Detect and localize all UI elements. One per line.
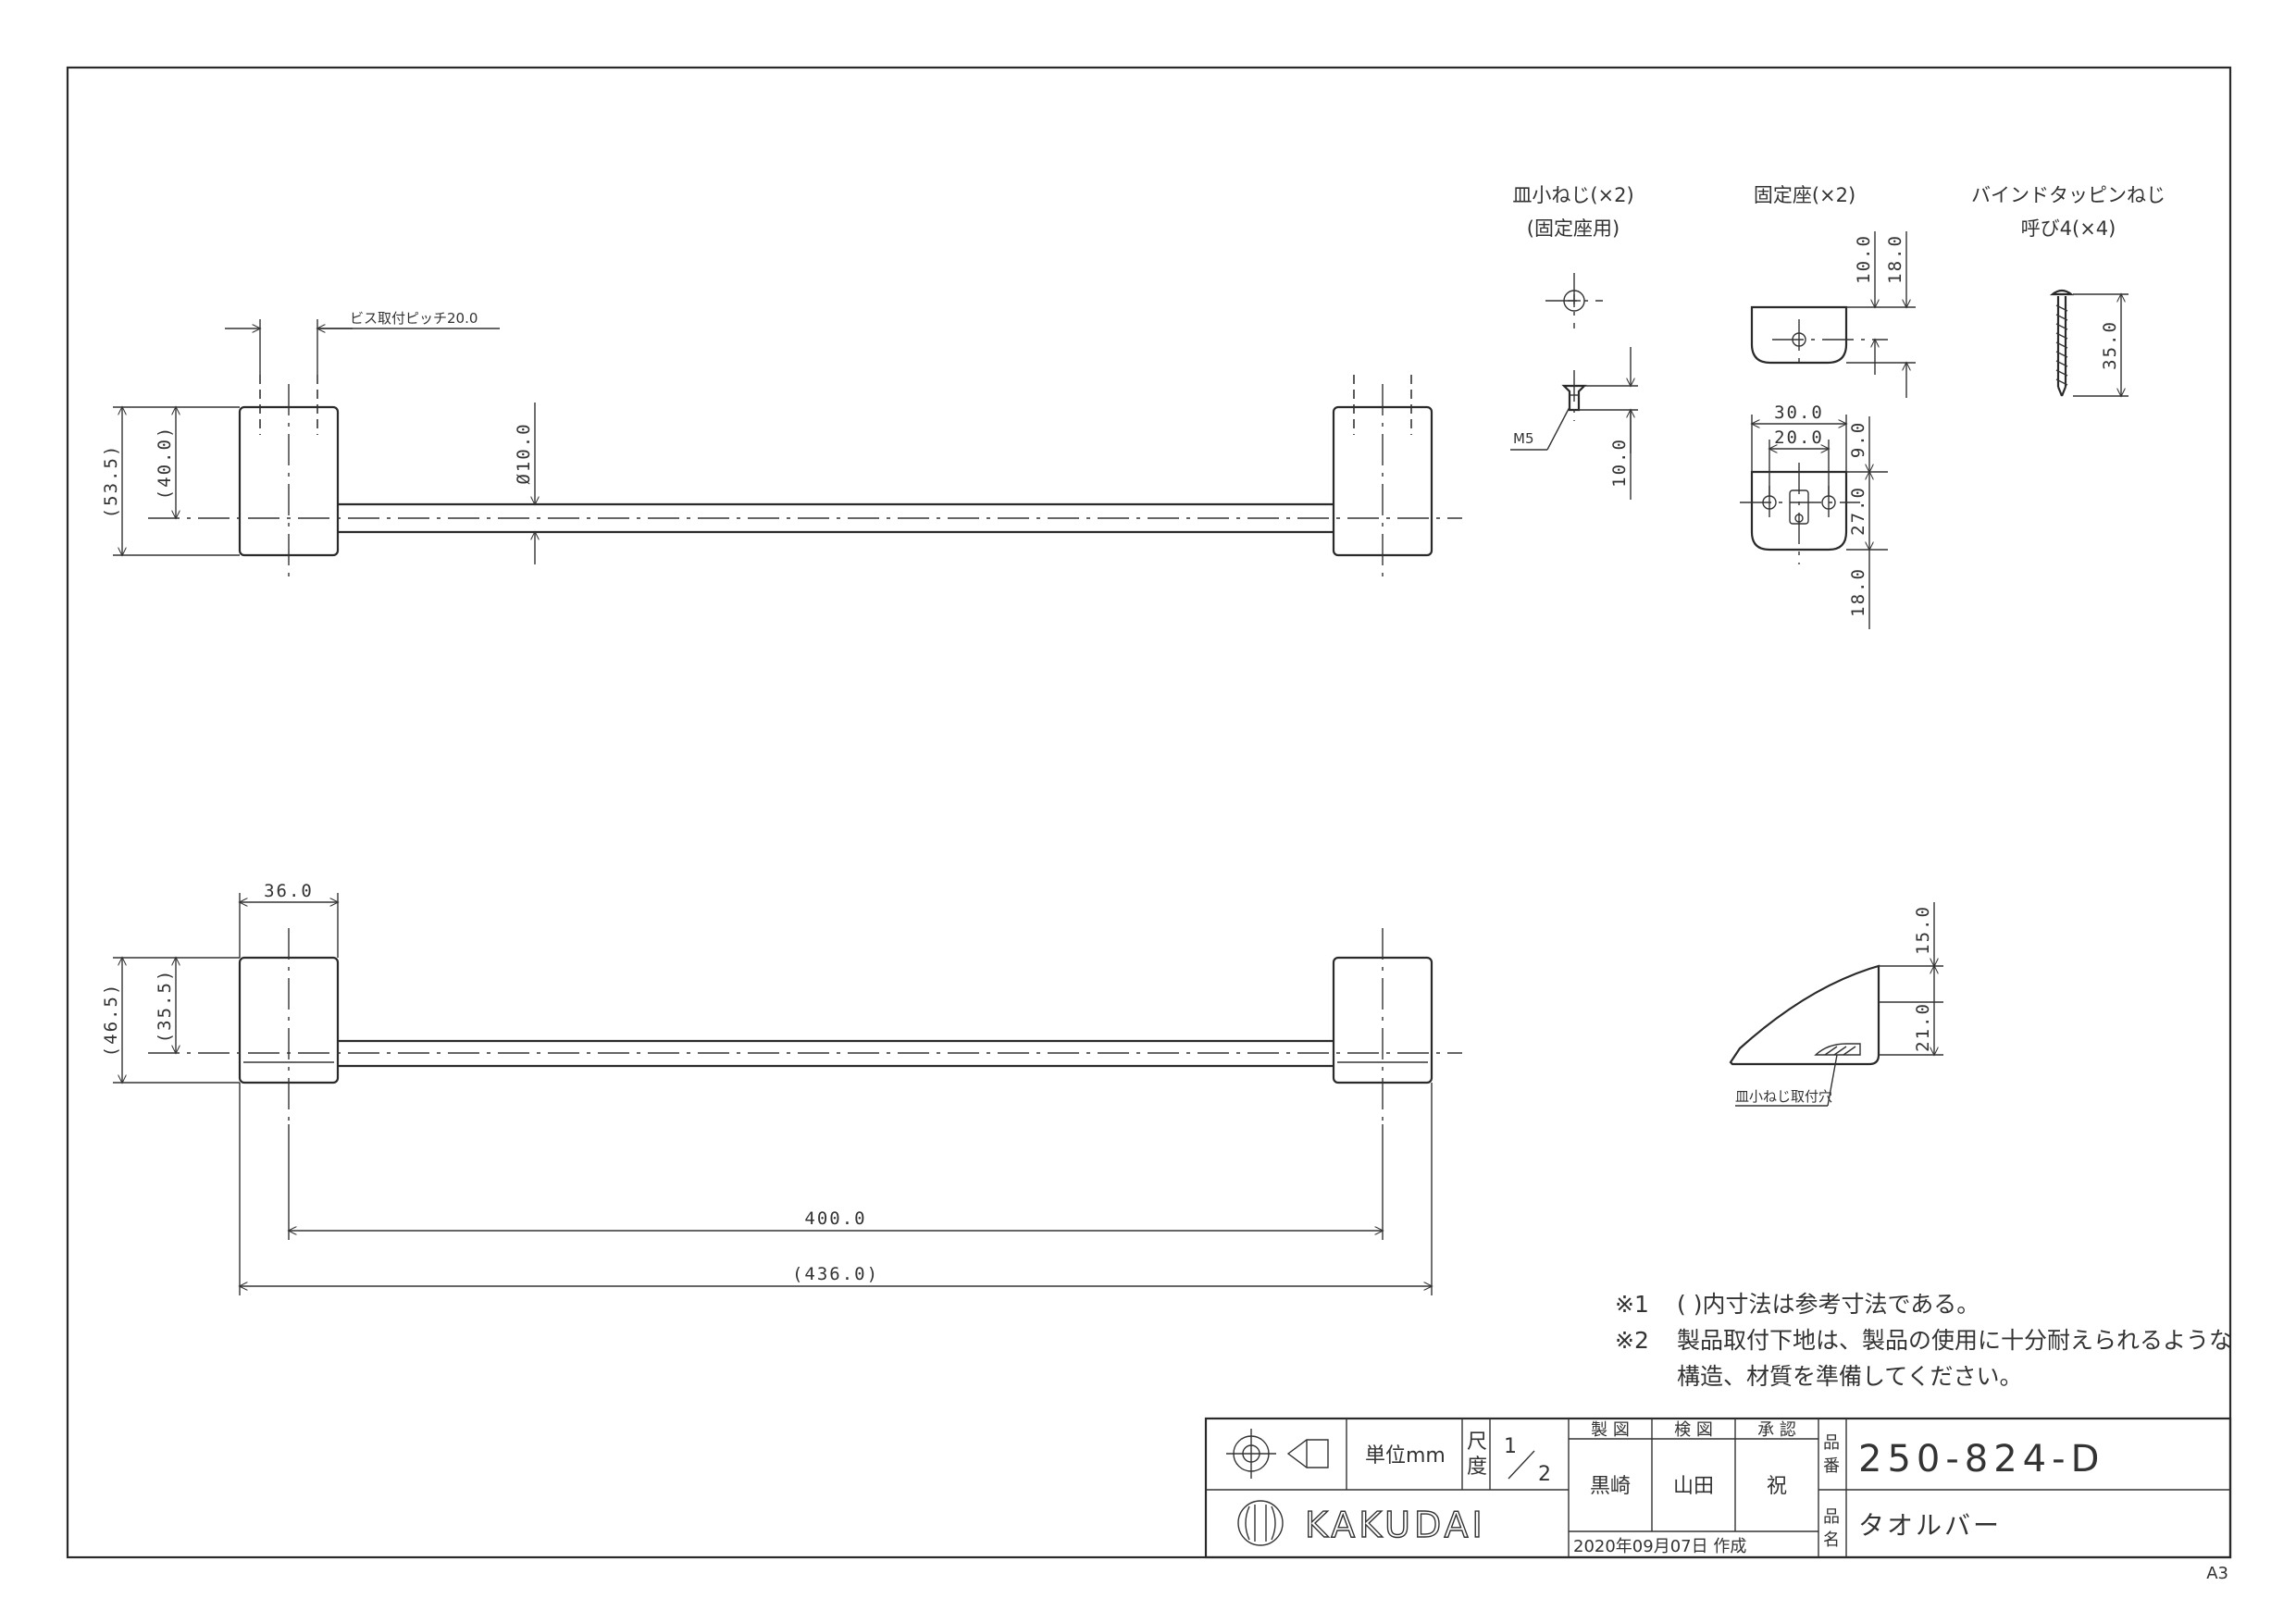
sheet-size: A3	[2206, 1564, 2228, 1583]
block-width-label: 36.0	[264, 881, 314, 901]
unit-label: 単位mm	[1365, 1444, 1446, 1468]
drawn-label: 製 図	[1591, 1420, 1630, 1440]
scale-numerator: 1	[1504, 1435, 1517, 1458]
screw-thread-label: M5	[1513, 430, 1534, 447]
part-name: タオルバー	[1858, 1510, 2002, 1541]
part-side-view: 皿小ねじ取付穴 15.0 21.0	[1729, 902, 1943, 1107]
part-name-label-bottom: 名	[1823, 1530, 1840, 1550]
part-no-label-top: 品	[1823, 1433, 1840, 1453]
note1-mark: ※1	[1615, 1291, 1649, 1318]
part-no-label-bottom: 番	[1823, 1456, 1840, 1476]
top-left-block	[238, 405, 340, 557]
top-view: ビス取付ピッチ20.0 (53.5) (40.0) Ø10.0	[101, 310, 1462, 583]
top-height-total: (53.5)	[101, 444, 121, 519]
bar-diameter-label: Ø10.0	[514, 422, 534, 484]
part-name-label-top: 品	[1823, 1507, 1840, 1527]
sheet-border	[66, 66, 2232, 1559]
part-no: 250-824-D	[1858, 1438, 2104, 1481]
front-view: 36.0 (46.5) (35.5) 400.0 (436.0)	[101, 881, 1462, 1295]
note2-mark: ※2	[1615, 1327, 1649, 1354]
checked-label: 検 図	[1674, 1420, 1713, 1440]
mount-dim-top: 9.0	[1848, 421, 1868, 458]
mount-dim-height-inner: 10.0	[1854, 234, 1874, 284]
screw-pitch-label: ビス取付ピッチ20.0	[350, 310, 478, 327]
mount-dim-bottom: 18.0	[1848, 567, 1868, 617]
mount-dim-depth: 27.0	[1848, 486, 1868, 536]
mount-dim-height-outer: 18.0	[1885, 234, 1905, 284]
tapping-screw-length: 35.0	[2100, 320, 2120, 370]
approved-label: 承 認	[1757, 1420, 1796, 1440]
top-right-block	[1332, 405, 1433, 557]
scale-label-bottom: 度	[1467, 1456, 1487, 1479]
note2-line1: 製品取付下地は、製品の使用に十分耐えられるような	[1677, 1327, 2232, 1354]
mount-dim-width-inner: 20.0	[1774, 427, 1824, 448]
top-height-center: (40.0)	[155, 426, 175, 501]
part-mount: 固定座(×2) 10.0 18.0 30.0 20.0	[1740, 184, 1916, 629]
part-screw: 皿小ねじ(×2) (固定座用) M5 10.0	[1510, 184, 1638, 500]
side-dim-top: 15.0	[1913, 905, 1933, 955]
projection-symbol-icon	[1226, 1429, 1329, 1479]
center-distance-label: 400.0	[804, 1208, 866, 1229]
approved-by: 祝	[1767, 1475, 1787, 1498]
scale-denominator: 2	[1538, 1463, 1551, 1486]
note1-text: ( )内寸法は参考寸法である。	[1677, 1291, 1980, 1318]
screw-title: 皿小ねじ(×2)	[1512, 184, 1633, 206]
mount-title: 固定座(×2)	[1754, 184, 1855, 206]
company-logo: KAKUDAI	[1237, 1500, 1486, 1546]
tapping-screw-subtitle: 呼び4(×4)	[2021, 217, 2116, 240]
scale-label-top: 尺	[1467, 1431, 1487, 1454]
notes: ※1 ( )内寸法は参考寸法である。 ※2 製品取付下地は、製品の使用に十分耐え…	[1615, 1291, 2232, 1390]
front-height-center: (35.5)	[155, 969, 175, 1044]
front-height-total: (46.5)	[101, 983, 121, 1058]
screw-subtitle: (固定座用)	[1527, 217, 1620, 240]
date: 2020年09月07日 作成	[1573, 1537, 1746, 1556]
checked-by: 山田	[1673, 1475, 1714, 1498]
side-dim-bottom: 21.0	[1913, 1002, 1933, 1052]
mount-dim-width-outer: 30.0	[1774, 403, 1824, 423]
overall-length-label: (436.0)	[792, 1264, 879, 1284]
note2-line2: 構造、材質を準備してください。	[1677, 1363, 2023, 1390]
screw-length-label: 10.0	[1609, 438, 1630, 488]
part-tapping-screw: バインドタッピンねじ 呼び4(×4) 35.0	[1971, 184, 2166, 396]
drawn-by: 黒崎	[1590, 1475, 1631, 1498]
title-block: 単位mm 尺 度 1 2 製 図 検 図 承 認 黒崎 山田 祝 2020年09…	[1204, 1417, 2232, 1559]
hole-label: 皿小ねじ取付穴	[1735, 1088, 1832, 1105]
company-name: KAKUDAI	[1305, 1505, 1486, 1545]
tapping-screw-title: バインドタッピンねじ	[1971, 184, 2166, 206]
